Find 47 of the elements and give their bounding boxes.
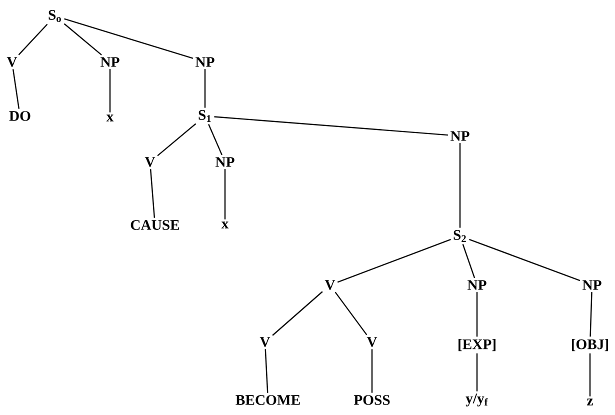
tree-branch: [264, 349, 268, 393]
tree-branch: [64, 18, 194, 59]
tree-label: [EXP]: [458, 338, 496, 352]
tree-branch: [64, 23, 102, 56]
tree-branch: [589, 353, 591, 396]
tree-label: V: [324, 280, 336, 290]
tree-branch: [462, 244, 476, 278]
tree-label: x: [221, 222, 229, 228]
tree-branch: [469, 238, 580, 282]
tree-branch: [476, 292, 478, 337]
tree-label: NP: [468, 280, 486, 290]
tree-label: z: [587, 398, 593, 406]
tree-branch: [150, 169, 156, 218]
tree-branch: [214, 116, 448, 136]
tree-label: V: [366, 337, 378, 347]
tree-label: x: [106, 114, 114, 122]
tree-branch: [208, 124, 222, 156]
tree-label: [OBJ]: [572, 338, 608, 352]
tree-label: POSS: [354, 395, 390, 405]
tree-branch: [272, 291, 323, 336]
tree-branch: [337, 238, 451, 283]
tree-branch: [157, 123, 196, 156]
tree-label: NP: [582, 280, 602, 290]
tree-label: NP: [216, 157, 234, 167]
tree-branch: [476, 353, 478, 392]
tree-label: S$_{1}$: [198, 110, 211, 122]
tree-label: CAUSE: [130, 220, 180, 230]
tree-branch: [371, 349, 373, 393]
tree-branch: [109, 69, 111, 112]
tree-branch: [12, 69, 20, 109]
tree-label: BECOME: [236, 395, 300, 405]
tree-label: DO: [9, 111, 30, 121]
tree-branch: [334, 292, 368, 336]
tree-branch: [590, 292, 592, 337]
tree-label: NP: [100, 57, 120, 67]
tree-branch: [18, 24, 48, 56]
tree-branch: [204, 69, 206, 108]
tree-branch: [459, 143, 461, 228]
tree-branch: [224, 169, 226, 220]
tree-label: S$_{2}$: [454, 230, 466, 242]
tree-label: NP: [450, 131, 470, 141]
tree-label: S$_{o}$: [48, 10, 61, 22]
tree-label: V: [260, 337, 270, 347]
tree-label: V: [144, 157, 156, 167]
tree-label: y/y$_{f}$: [466, 394, 488, 406]
tree-label: NP: [196, 57, 214, 67]
tree-label: V: [6, 57, 18, 67]
